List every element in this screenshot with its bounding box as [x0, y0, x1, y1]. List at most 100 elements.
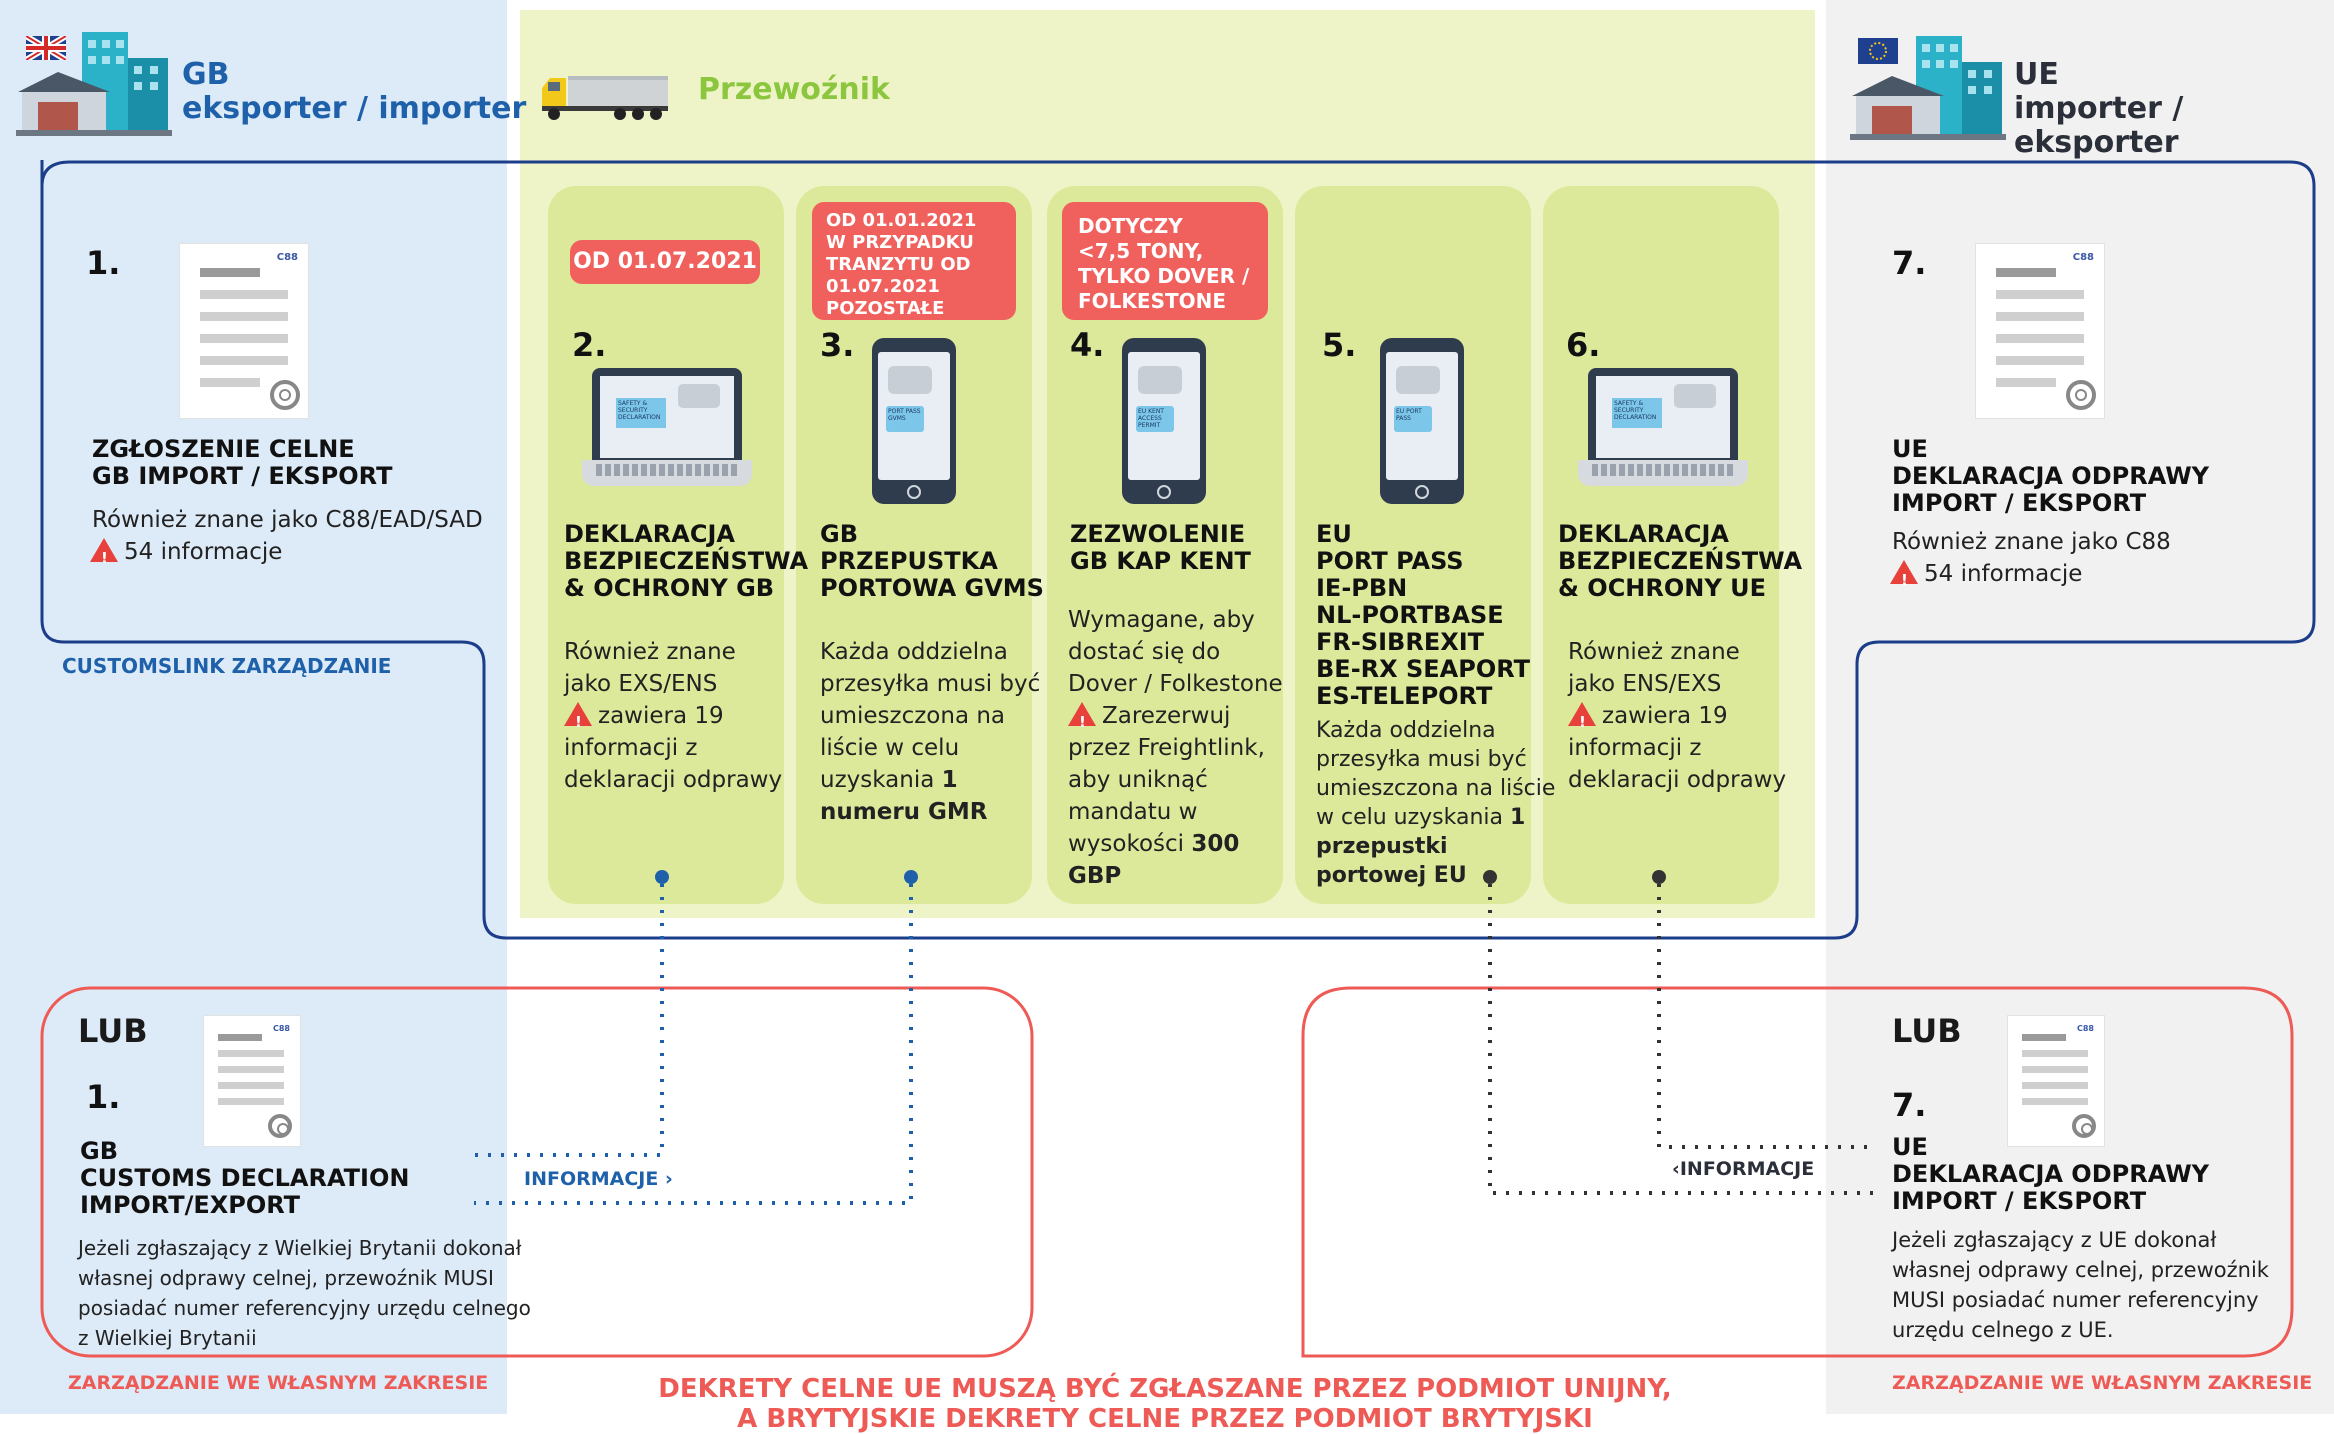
step-3-body-1: Każda oddzielna	[820, 639, 1008, 665]
step-2-dot	[655, 870, 669, 884]
lower-right-lub: LUB	[1892, 1012, 1962, 1050]
step-5-title-3: IE-PBN	[1316, 574, 1408, 602]
lower-left-body: Jeżeli zgłaszający z Wielkiej Brytanii d…	[78, 1236, 531, 1350]
step-5-body-5: przepustki	[1316, 834, 1448, 859]
step-1-number: 1.	[86, 244, 121, 282]
step-2-body-1: Również znane	[564, 639, 736, 665]
step-5-body-1: Każda oddzielna	[1316, 718, 1496, 743]
step-5-title-5: FR-SIBREXIT	[1316, 628, 1485, 656]
gb-header-line1: GB	[182, 57, 230, 92]
step-5-title-2: PORT PASS	[1316, 547, 1464, 575]
step-3-number: 3.	[820, 326, 855, 364]
step-4-body-8: GBP	[1068, 863, 1122, 889]
step-5-body-6: portowej EU	[1316, 863, 1467, 888]
laptop-icon: SAFETY & SECURITY DECLARATION	[1578, 368, 1748, 486]
step-4-body-6: mandatu w	[1068, 799, 1198, 825]
warning-icon	[1568, 702, 1596, 738]
lower-left-title-2: CUSTOMS DECLARATION	[80, 1164, 410, 1192]
right-title-3: IMPORT / EKSPORT	[1892, 489, 2147, 517]
step-4-badge: DOTYCZY<7,5 TONY,TYLKO DOVER /FOLKESTONE	[1062, 202, 1268, 320]
step-2-date-badge: OD 01.07.2021	[570, 240, 760, 284]
step-3-body-2: przesyłka musi być	[820, 671, 1041, 697]
lower-right-title-3: IMPORT / EKSPORT	[1892, 1187, 2147, 1215]
lower-right-footer: ZARZĄDZANIE WE WŁASNYM ZAKRESIE	[1892, 1372, 2313, 1394]
step-6-title-2: BEZPIECZEŃSTWA	[1558, 547, 1803, 575]
laptop-icon: SAFETY & SECURITY DECLARATION	[582, 368, 752, 486]
step-3-body-3: umieszczona na	[820, 703, 1006, 729]
c88-document-icon: C88	[2008, 1016, 2104, 1146]
step-6-dot	[1652, 870, 1666, 884]
eu-panel	[1826, 0, 2334, 1414]
step-4-body-2: dostać się do	[1068, 639, 1221, 665]
step-2-warning: zawiera 19	[564, 700, 724, 738]
step-6-body-2: jako ENS/EXS	[1568, 671, 1722, 697]
carrier-title: Przewoźnik	[698, 72, 890, 107]
phone-icon: EU PORT PASS	[1380, 338, 1464, 504]
lower-right-title-1: UE	[1892, 1133, 1928, 1161]
step-3-title-1: GB	[820, 520, 858, 548]
lower-right-info-label: ‹INFORMACJE	[1668, 1158, 1819, 1180]
left-title-2: GB IMPORT / EKSPORT	[92, 462, 393, 490]
step-3-title-2: PRZEPUSTKA	[820, 547, 998, 575]
step-5-number: 5.	[1322, 326, 1357, 364]
step-2-number: 2.	[572, 326, 607, 364]
lower-left-title-1: GB	[80, 1137, 118, 1165]
c88-document-icon: C88	[204, 1016, 300, 1146]
step-2-title-3: & OCHRONY GB	[564, 574, 775, 602]
lower-left-number: 1.	[86, 1078, 121, 1116]
warning-icon	[1890, 560, 1918, 596]
lower-right-box	[1301, 986, 2294, 1358]
step-6-body-3: informacji z	[1568, 735, 1702, 761]
left-title-1: ZGŁOSZENIE CELNE	[92, 435, 355, 463]
uk-flag-icon	[26, 36, 66, 60]
step-5-column	[1295, 186, 1531, 904]
step-5-title-6: BE-RX SEAPORT	[1316, 655, 1531, 683]
step-6-column	[1543, 186, 1779, 904]
phone-icon: PORT PASS GVMS	[872, 338, 956, 504]
step-4-warning: Zarezerwuj	[1068, 700, 1230, 738]
lower-left-title-3: IMPORT/EXPORT	[80, 1191, 301, 1219]
step-3-title-3: PORTOWA GVMS	[820, 574, 1044, 602]
right-title-1: UE	[1892, 435, 1928, 463]
step-4-body-5: aby uniknąć	[1068, 767, 1208, 793]
truck-icon	[542, 76, 668, 120]
gb-panel	[0, 0, 507, 1414]
step-5-title-1: EU	[1316, 520, 1352, 548]
c88-document-icon: C88	[1976, 244, 2104, 418]
customslink-label: CUSTOMSLINK ZARZĄDZANIE	[62, 654, 392, 678]
step-6-title-1: DEKLARACJA	[1558, 520, 1729, 548]
step-4-body-3: Dover / Folkestone	[1068, 671, 1283, 697]
lower-right-number: 7.	[1892, 1086, 1927, 1124]
step-2-title-2: BEZPIECZEŃSTWA	[564, 547, 809, 575]
left-warning: 54 informacje	[90, 536, 282, 574]
step-5-body-3: umieszczona na liście	[1316, 776, 1556, 801]
step-5-body-4: w celu uzyskania 1	[1316, 805, 1526, 830]
customslink-outline	[40, 160, 2316, 940]
lower-left-lub: LUB	[78, 1012, 148, 1050]
right-warning: 54 informacje	[1890, 558, 2082, 596]
step-4-title-1: ZEZWOLENIE	[1070, 520, 1246, 548]
step-3-body-6: numeru GMR	[820, 799, 988, 825]
right-body: Również znane jako C88	[1892, 529, 2171, 555]
step-5-title-4: NL-PORTBASE	[1316, 601, 1504, 629]
warning-icon	[1068, 702, 1096, 738]
step-5-dot	[1483, 870, 1497, 884]
warehouse-eu-icon	[1850, 36, 2006, 140]
step-5-body-2: przesyłka musi być	[1316, 747, 1527, 772]
left-body: Również znane jako C88/EAD/SAD	[92, 507, 483, 533]
lower-left-box	[40, 986, 1034, 1358]
step-3-body-5: uzyskania 1	[820, 767, 958, 793]
step-6-warning: zawiera 19	[1568, 700, 1728, 738]
step-4-body-4: przez Freightlink,	[1068, 735, 1265, 761]
phone-icon: EU KENT ACCESS PERMIT	[1122, 338, 1206, 504]
step-6-body-4: deklaracji odprawy	[1568, 767, 1787, 793]
step-2-title-1: DEKLARACJA	[564, 520, 735, 548]
step-2-column	[548, 186, 784, 904]
bottom-note: DEKRETY CELNE UE MUSZĄ BYĆ ZGŁASZANE PRZ…	[658, 1374, 1672, 1434]
warning-icon	[90, 538, 118, 574]
c88-document-icon: C88	[180, 244, 308, 418]
lower-left-footer: ZARZĄDZANIE WE WŁASNYM ZAKRESIE	[68, 1372, 489, 1394]
lower-right-title-2: DEKLARACJA ODPRAWY	[1892, 1160, 2210, 1188]
step-2-body-3: informacji z	[564, 735, 698, 761]
